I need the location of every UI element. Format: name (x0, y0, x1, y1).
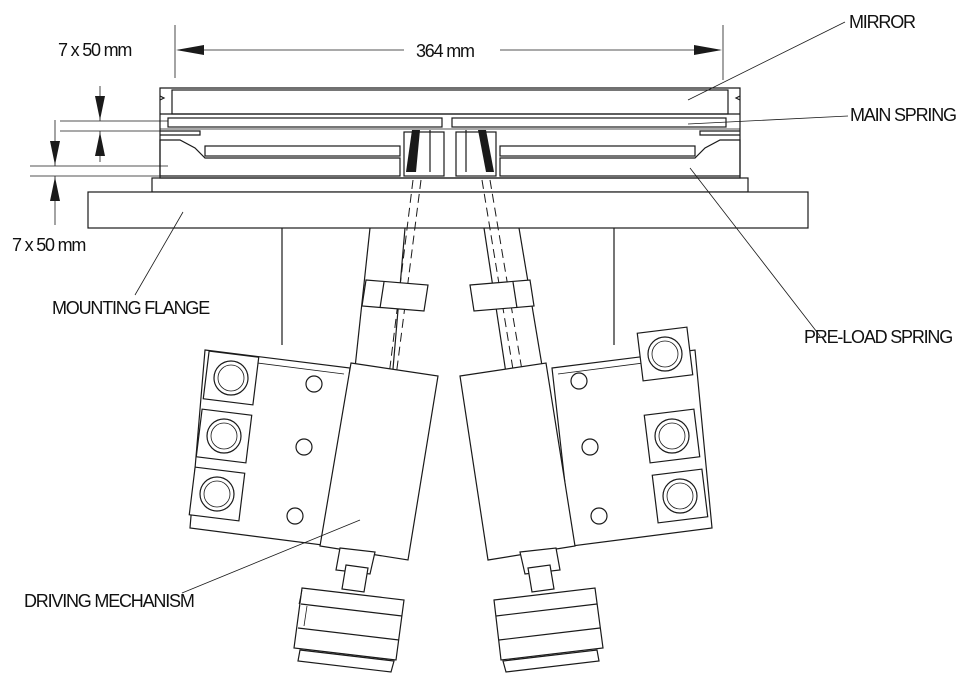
mounting-flange-label: MOUNTING FLANGE (52, 298, 210, 318)
right-motor-housing (459, 326, 713, 673)
width-dimension (174, 25, 724, 80)
preload-ring-right (499, 139, 741, 177)
driving-mechanism-label: DRIVING MECHANISM (24, 591, 194, 611)
driving-mechanism-leader (181, 519, 361, 594)
left-connector-1 (202, 350, 260, 406)
base-plate (151, 177, 749, 193)
main-spring-leader (687, 115, 849, 125)
left-motor-housing (188, 349, 439, 673)
left-connector-2 (195, 408, 253, 464)
preload-spring-leader (689, 167, 821, 337)
right-connector-2 (643, 408, 701, 464)
mirror-plate (171, 89, 729, 115)
main-spring-left (167, 117, 443, 128)
preload-ring-left (159, 139, 401, 177)
right-motor-body (459, 362, 576, 561)
lower-thickness-label: 7 x 50 mm (12, 235, 85, 255)
mirror-assembly (159, 87, 741, 179)
mounting-flange (87, 191, 809, 229)
right-connector-1 (636, 326, 694, 382)
mirror-label: MIRROR (849, 12, 916, 32)
left-connector-3 (188, 466, 246, 522)
main-spring-right (451, 117, 727, 128)
right-coupling (493, 587, 604, 661)
main-spring-label: MAIN SPRING (850, 105, 956, 125)
pre-load-spring-label: PRE-LOAD SPRING (804, 327, 952, 347)
thickness-dimensions (30, 86, 168, 225)
mirror-leader (687, 21, 846, 101)
right-connector-3 (651, 468, 709, 524)
width-dimension-label: 364 mm (416, 41, 474, 61)
mounting-flange-leader (134, 211, 184, 296)
upper-thickness-label: 7 x 50 mm (58, 40, 131, 60)
left-motor-body (319, 362, 439, 561)
left-coupling (293, 587, 405, 661)
